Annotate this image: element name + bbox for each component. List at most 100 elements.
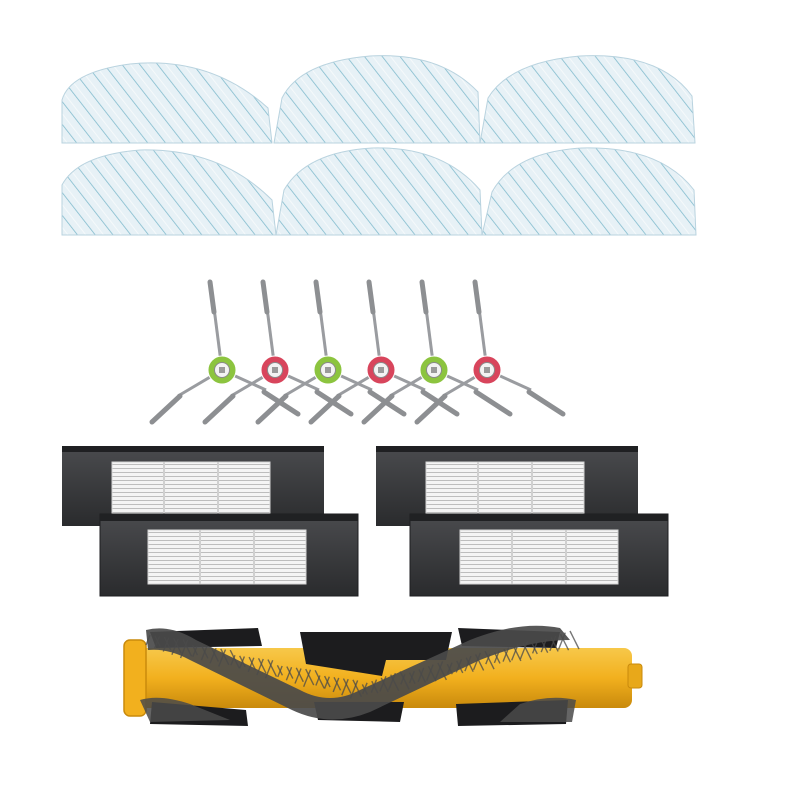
rubber-flap	[300, 632, 452, 676]
bristle-strand	[362, 682, 368, 695]
brush-hub-socket	[378, 367, 384, 373]
bristle-strand	[333, 677, 342, 691]
bristle-strand	[230, 654, 236, 666]
bristle-strand	[502, 647, 510, 662]
bristle-strand	[192, 645, 198, 657]
bristle-strand	[549, 635, 557, 652]
bristle-strand	[247, 657, 255, 672]
brush-bristles	[202, 393, 236, 425]
bristle-band	[140, 697, 230, 722]
hepa-filter	[62, 446, 324, 526]
brush-hub-socket	[219, 367, 225, 373]
bristle-texture	[145, 630, 580, 699]
bristle-strand	[305, 668, 315, 686]
mop-pads	[61, 55, 697, 236]
bristle-strand	[229, 649, 240, 669]
bristle-strand	[474, 654, 485, 671]
bristle-strand	[472, 652, 481, 671]
brush-bristles	[207, 279, 217, 315]
bristle-strand	[531, 642, 538, 654]
hepa-filter	[409, 513, 669, 597]
side-brush	[361, 279, 513, 425]
brush-bristles	[473, 389, 513, 417]
mop-pad	[275, 147, 483, 236]
bristle-strand	[540, 638, 548, 653]
bristle-strand	[380, 677, 389, 693]
brush-bristles	[419, 279, 429, 315]
bristle-strand	[550, 637, 559, 652]
bristle-strand	[209, 647, 217, 664]
bristle-strand	[456, 660, 464, 674]
brush-bristles	[313, 279, 323, 315]
bristle-strand	[408, 670, 415, 684]
bristle-strand	[569, 630, 580, 650]
bristle-strand	[541, 640, 549, 654]
bristle-strand	[314, 670, 325, 689]
bristle-strand	[267, 659, 278, 677]
bristle-strand	[455, 659, 463, 673]
hepa-filters	[62, 446, 669, 597]
mop-pad	[273, 55, 481, 144]
hepa-filter	[99, 513, 359, 597]
bristle-strand	[557, 632, 566, 650]
side-brush	[308, 279, 460, 425]
mop-pad	[481, 147, 697, 236]
bristle-strand	[162, 637, 170, 652]
bristle-strand	[464, 655, 472, 672]
bristle-strand	[172, 637, 182, 654]
brush-bristles	[526, 389, 566, 417]
brush-hub-socket	[272, 367, 278, 373]
bristle-strand	[200, 646, 208, 661]
bristle-strand	[238, 656, 246, 669]
bristle-strand	[493, 652, 501, 664]
bristle-strand	[379, 676, 387, 692]
roller-end-cap-left	[123, 639, 147, 717]
side-brush	[202, 279, 354, 425]
bristle-strand	[285, 666, 293, 681]
bristle-strand	[465, 657, 474, 673]
bristle-strand	[264, 659, 274, 679]
bristle-strand	[493, 650, 500, 664]
bristle-strand	[426, 664, 434, 681]
brush-bristles	[308, 393, 342, 425]
bristle-strand	[302, 669, 312, 687]
bristle-strand	[277, 665, 283, 678]
bristle-strand	[427, 665, 437, 682]
brush-hub-socket	[484, 367, 490, 373]
bristle-strand	[408, 672, 416, 685]
main-roller-brush	[123, 625, 643, 726]
bristle-strand	[503, 648, 512, 663]
mop-pad	[479, 55, 696, 144]
roller-axle-right	[627, 663, 643, 689]
bristle-strand	[370, 679, 378, 693]
bristle-strand	[418, 669, 427, 683]
bristle-strand	[342, 678, 352, 694]
bristle-strand	[295, 667, 304, 683]
bristle-strand	[153, 635, 161, 649]
bristle-strand	[218, 649, 227, 667]
bristle-strand	[323, 676, 330, 689]
bristle-strand	[399, 671, 410, 690]
brush-bristles	[260, 279, 270, 315]
bristle-strand	[220, 648, 230, 666]
bristle-strand	[522, 642, 532, 661]
bristle-strand	[341, 678, 349, 696]
hepa-filter	[376, 446, 638, 526]
mop-pad	[61, 62, 273, 144]
bristle-strand	[179, 639, 189, 659]
bristle-strand	[371, 680, 379, 694]
bristle-strand	[145, 634, 151, 646]
bristle-strand	[171, 638, 179, 656]
brush-bristles	[366, 279, 376, 315]
bristle-strand	[352, 679, 363, 698]
brush-bristles	[149, 393, 183, 425]
bristle-strand	[512, 645, 522, 662]
bristle-strand	[446, 662, 453, 674]
side-brush	[414, 279, 566, 425]
mop-pad	[61, 149, 277, 236]
bristle-strand	[256, 658, 264, 676]
bristle-strand	[400, 674, 406, 685]
bristle-strand	[387, 672, 397, 691]
bristle-strand	[485, 653, 491, 665]
